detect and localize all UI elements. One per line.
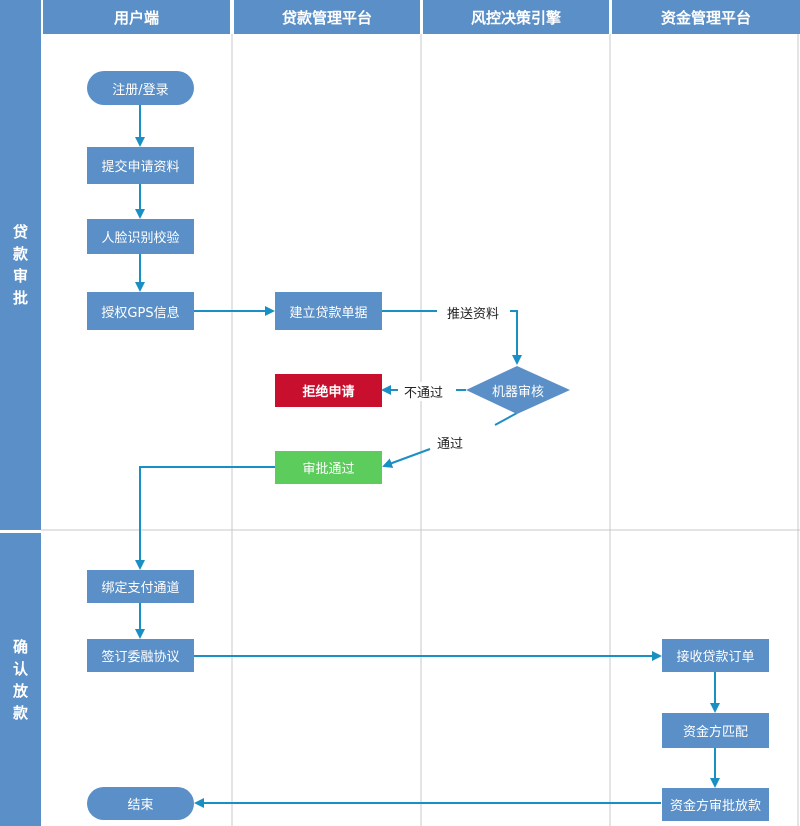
phase-disbursement: 确认放款 (0, 533, 41, 826)
phase-char: 确 (12, 637, 28, 656)
edge-label-fail: 不通过 (401, 382, 447, 401)
node-funder-approve: 资金方审批放款 (662, 788, 769, 821)
node-face-verification: 人脸识别校验 (87, 219, 194, 254)
phase-approval: 贷款审批 (0, 0, 41, 530)
node-reject: 拒绝申请 (275, 374, 382, 407)
node-receive-order: 接收贷款订单 (662, 639, 769, 672)
phase-disbursement-label: 确认放款 (13, 636, 29, 724)
node-authorize-gps: 授权GPS信息 (87, 292, 194, 330)
phase-char: 审 (12, 267, 28, 285)
node-bind-payment: 绑定支付通道 (87, 570, 194, 603)
node-submit-application: 提交申请资料 (87, 147, 194, 184)
lane-header-user: 用户端 (43, 0, 230, 34)
edge-create-push-b (510, 310, 522, 365)
phase-char: 放 (12, 681, 28, 700)
node-machine-review: 机器审核 (491, 384, 544, 400)
phase-approval-label: 贷款审批 (13, 221, 29, 309)
phase-char: 款 (12, 245, 28, 263)
lane-header-fund-platform: 资金管理平台 (612, 0, 800, 34)
edge-approved-bind (135, 466, 275, 570)
lane-header-loan-platform: 贷款管理平台 (234, 0, 420, 34)
node-end: 结束 (87, 787, 194, 820)
phase-char: 贷 (12, 223, 28, 241)
phase-char: 款 (12, 703, 28, 722)
node-approved: 审批通过 (275, 451, 382, 484)
decision-diamond (466, 366, 570, 414)
node-create-loan: 建立贷款单据 (275, 292, 382, 330)
lane-header-risk-engine: 风控决策引擎 (423, 0, 609, 34)
edge-label-pass: 通过 (434, 433, 467, 452)
phase-char: 批 (12, 289, 28, 307)
edge-label-push: 推送资料 (444, 303, 503, 322)
edge-review-pass-b (382, 448, 431, 468)
node-sign-agreement: 签订委融协议 (87, 639, 194, 672)
edge-review-pass-a (494, 412, 518, 426)
node-match-funder: 资金方匹配 (662, 713, 769, 748)
node-register: 注册/登录 (87, 71, 194, 105)
phase-char: 认 (12, 659, 28, 678)
